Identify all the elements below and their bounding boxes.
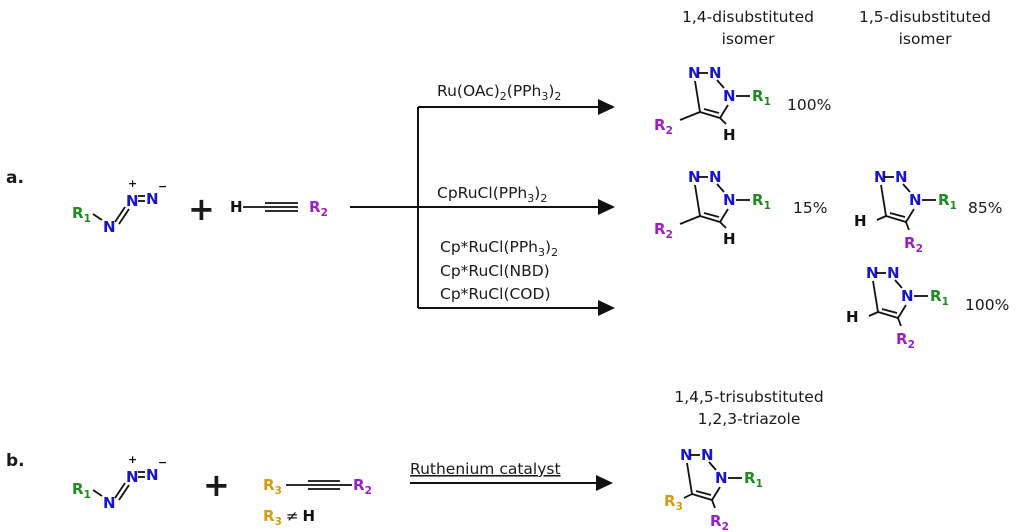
svg-text:N: N — [146, 466, 159, 484]
triazole-14-ru-oac: N N N R1 R2 H — [654, 64, 771, 144]
branch-arrows — [350, 99, 615, 316]
svg-text:N: N — [680, 446, 693, 464]
plus-sign-a: + — [188, 190, 215, 228]
alkyne-r2: R2 — [309, 198, 328, 219]
svg-text:H: H — [846, 308, 859, 326]
svg-text:N: N — [874, 168, 887, 186]
svg-text:N: N — [723, 87, 736, 105]
header-tri-line2: 1,2,3-triazole — [698, 410, 801, 428]
r1-label: R1 — [72, 204, 91, 225]
svg-text:N: N — [901, 287, 914, 305]
svg-text:N: N — [103, 494, 116, 512]
svg-text:R1: R1 — [752, 87, 771, 108]
svg-text:R3: R3 — [263, 476, 282, 497]
yield-cpru-14: 15% — [793, 199, 827, 217]
header-15-line2: isomer — [899, 30, 953, 48]
header-15-line1: 1,5-disubstituted — [859, 8, 991, 26]
yield-ru-oac-14: 100% — [787, 96, 831, 114]
arrow-head-2 — [598, 199, 615, 215]
svg-text:N: N — [715, 469, 728, 487]
catalyst-ruthenium: Ruthenium catalyst — [410, 460, 561, 478]
triazole-14-cpru: N N N R1 R2 H — [654, 168, 771, 248]
r3-not-h-condition: R3≠H — [263, 507, 315, 528]
part-label-a: a. — [6, 168, 24, 188]
minus-charge: − — [158, 180, 167, 193]
svg-text:N: N — [895, 168, 908, 186]
azide-b: R1 N N + N − — [72, 453, 167, 512]
arrow-b — [410, 475, 613, 491]
svg-text:H: H — [854, 212, 867, 230]
catalyst-cpru: CpRuCl(PPh3)2 — [437, 184, 547, 205]
svg-text:N: N — [887, 264, 900, 282]
svg-text:+: + — [128, 453, 137, 466]
svg-text:N: N — [126, 468, 139, 486]
alkyne-h: H — [230, 198, 243, 216]
svg-text:N: N — [723, 191, 736, 209]
svg-text:R3: R3 — [664, 492, 683, 513]
header-14-line1: 1,4-disubstituted — [682, 8, 814, 26]
azide-a: R1 N N + N − — [72, 177, 167, 236]
svg-text:N: N — [701, 446, 714, 464]
svg-text:N: N — [688, 64, 701, 82]
part-label-b: b. — [6, 451, 25, 471]
svg-text:R2: R2 — [896, 330, 915, 351]
header-tri-line1: 1,4,5-trisubstituted — [674, 388, 823, 406]
header-14-line2: isomer — [722, 30, 776, 48]
svg-text:R1: R1 — [72, 480, 91, 501]
svg-text:R2: R2 — [654, 220, 673, 241]
svg-text:N: N — [688, 168, 701, 186]
svg-text:R2: R2 — [353, 476, 372, 497]
svg-text:R2: R2 — [654, 116, 673, 137]
azide-n3: N — [146, 190, 159, 208]
catalyst-cpstar-cod: Cp*RuCl(COD) — [440, 285, 551, 303]
arrow-head-1 — [598, 99, 615, 115]
azide-n1: N — [103, 218, 116, 236]
triazole-15-cpstar: N N N R1 H R2 — [846, 264, 949, 351]
svg-text:R1: R1 — [930, 287, 949, 308]
plus-charge: + — [128, 177, 137, 190]
alkyne-a: H R2 — [230, 198, 328, 219]
svg-text:H: H — [723, 230, 736, 248]
yield-cpru-15: 85% — [968, 199, 1002, 217]
svg-text:R1: R1 — [744, 469, 763, 490]
svg-text:N: N — [909, 191, 922, 209]
svg-text:N: N — [866, 264, 879, 282]
svg-text:R2: R2 — [904, 234, 923, 255]
svg-text:R1: R1 — [752, 191, 771, 212]
svg-text:R2: R2 — [710, 512, 729, 532]
svg-text:H: H — [723, 126, 736, 144]
catalyst-cpstar-nbd: Cp*RuCl(NBD) — [440, 262, 550, 280]
alkyne-b: R3 R2 — [263, 476, 372, 497]
svg-text:R1: R1 — [938, 191, 957, 212]
triazole-15-cpru: N N N R1 H R2 — [854, 168, 957, 255]
svg-text:−: − — [158, 456, 167, 469]
plus-sign-b: + — [203, 466, 230, 504]
azide-n2: N — [126, 192, 139, 210]
catalyst-ru-oac: Ru(OAc)2(PPh3)2 — [437, 82, 561, 103]
catalyst-cpstar-pph3: Cp*RuCl(PPh3)2 — [440, 238, 558, 259]
svg-text:N: N — [709, 168, 722, 186]
triazole-145: N N N R1 R3 R2 — [664, 446, 763, 532]
svg-text:N: N — [709, 64, 722, 82]
yield-cpstar-15: 100% — [965, 296, 1009, 314]
arrow-head-3 — [598, 300, 615, 316]
